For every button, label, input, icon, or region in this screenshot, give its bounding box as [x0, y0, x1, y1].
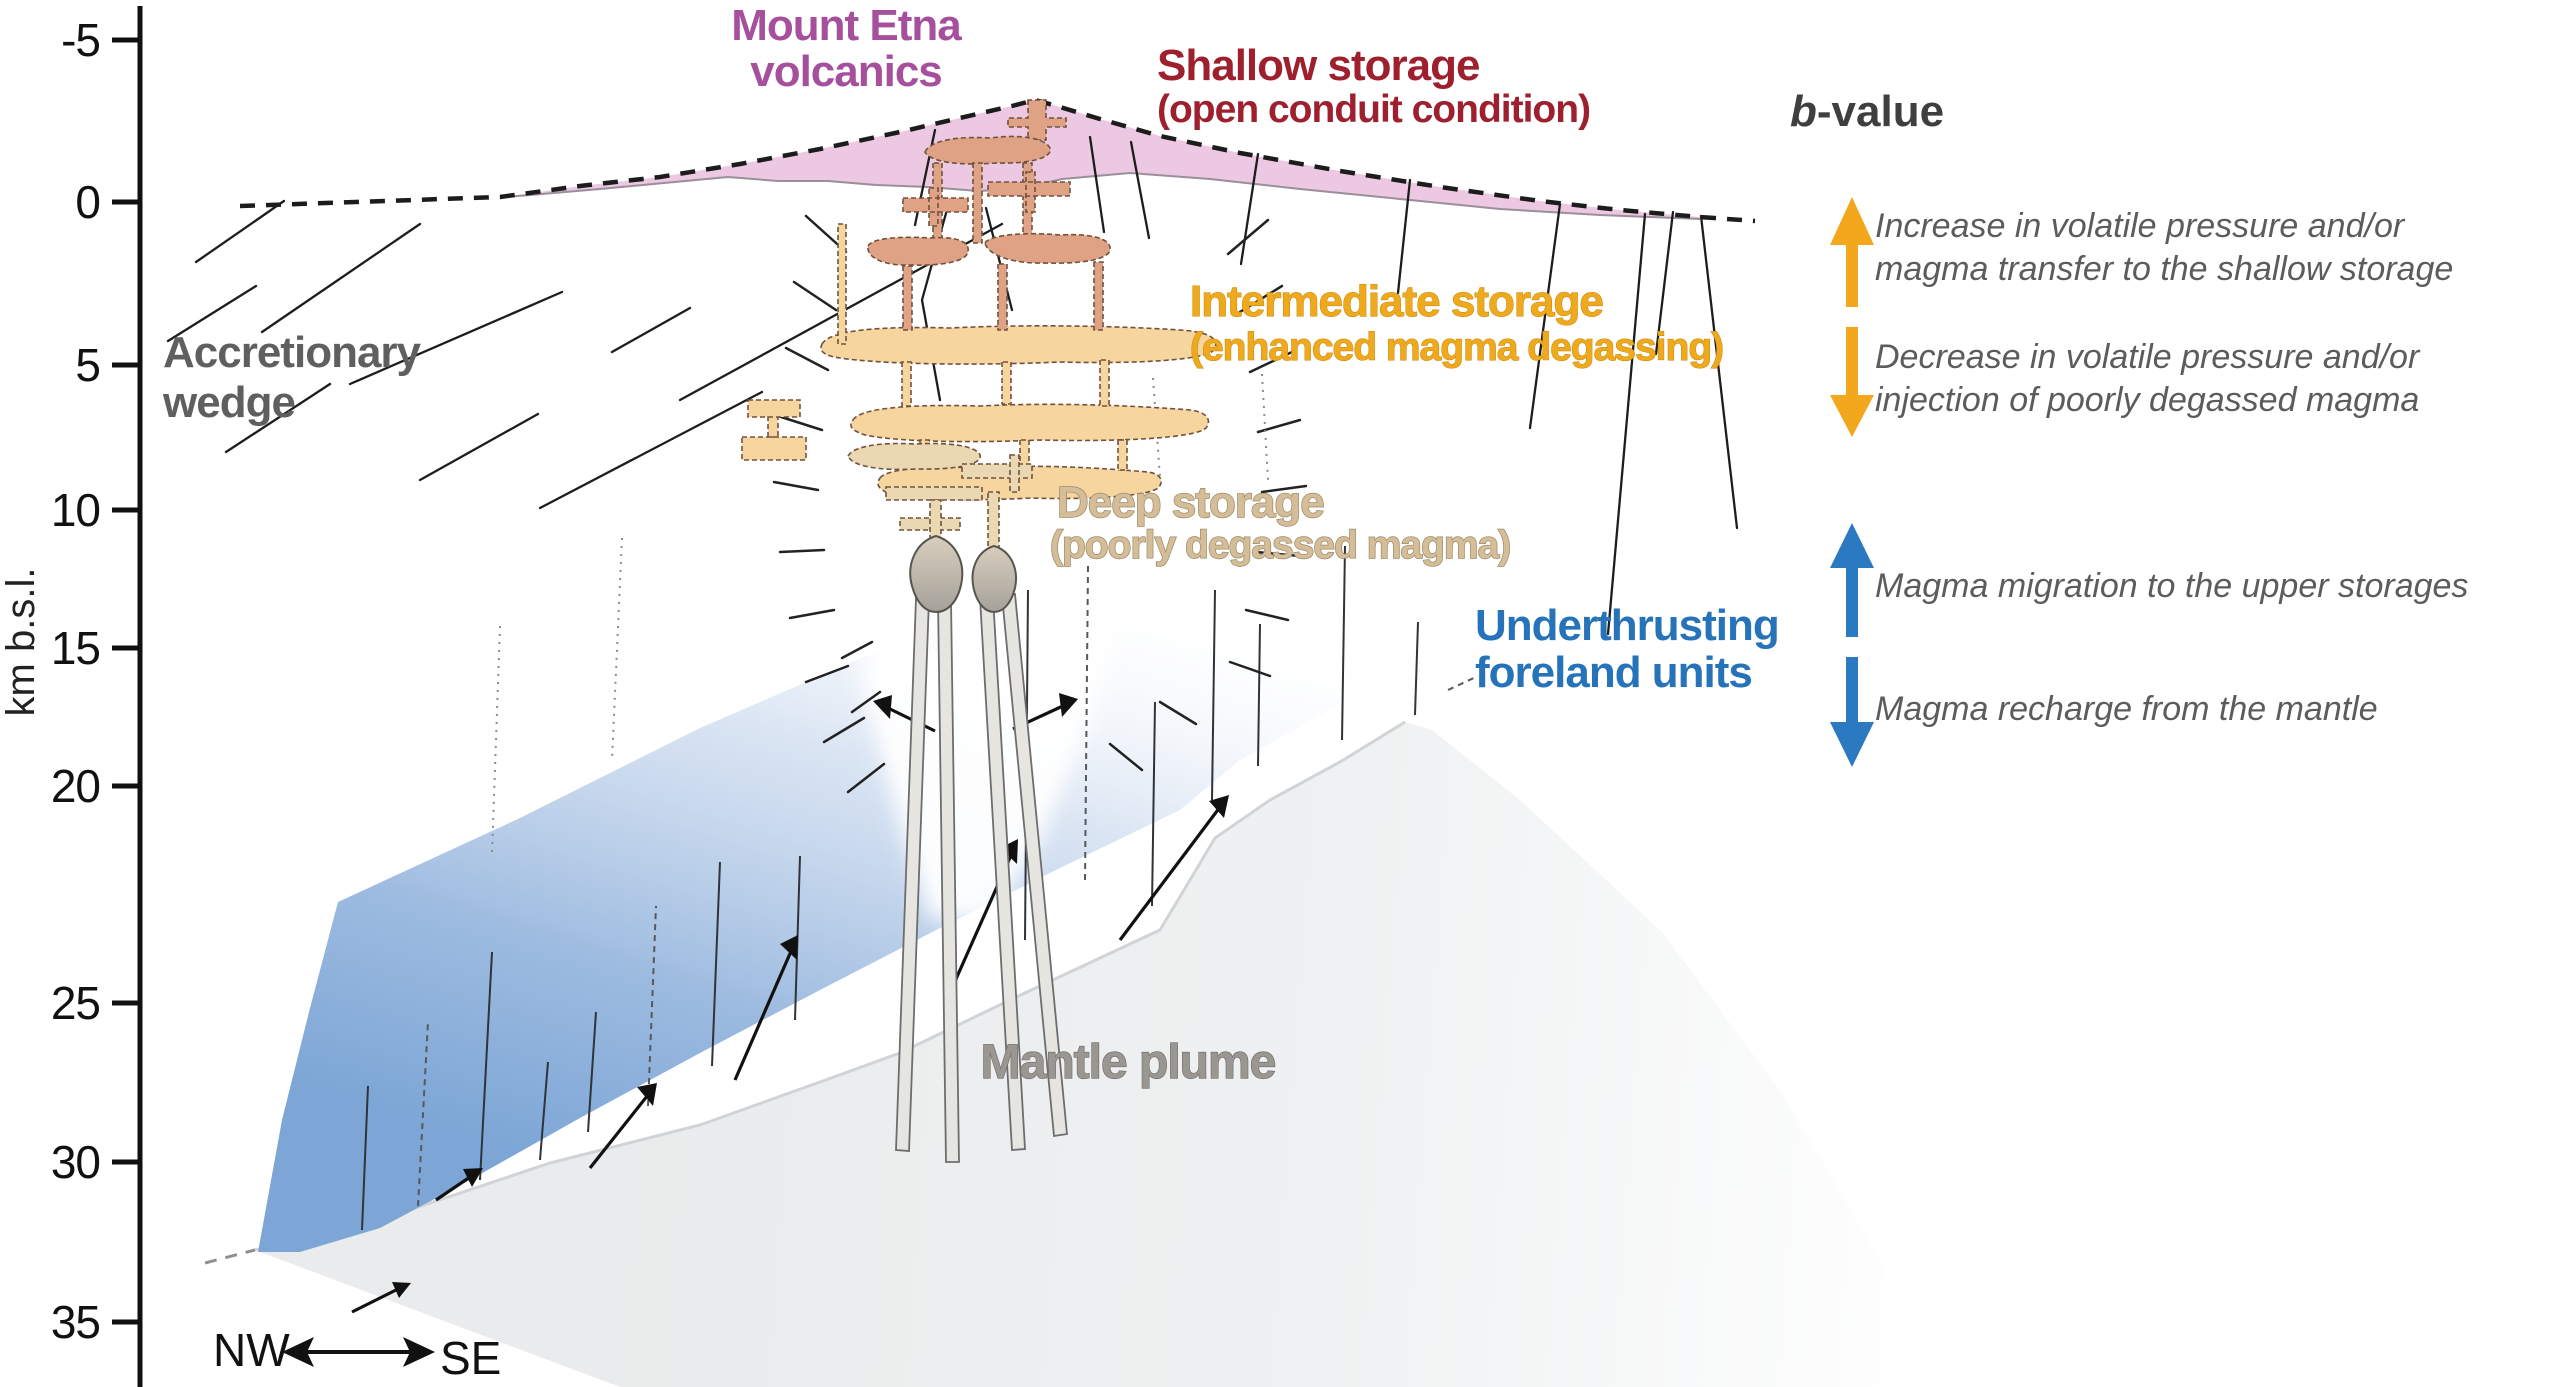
legend-item3-line1: Magma migration to the upper storages: [1875, 567, 2468, 605]
deep-sill-lower: [885, 486, 983, 531]
legend-item2-line1: Decrease in volatile pressure and/or: [1875, 338, 2421, 376]
axis-tick-label: 15: [51, 622, 100, 674]
deep-sill-tick: [1009, 454, 1020, 493]
depth-axis: -5 0 5 10 15 20 25 30 35 km b.s.l.: [0, 6, 143, 1387]
compass: NW SE: [213, 1324, 501, 1384]
compass-se-label: SE: [440, 1332, 501, 1384]
shallow-dikes-lower: [902, 261, 1104, 331]
axis-ticks: [112, 37, 140, 1325]
label-underthrust-line1: Underthrusting: [1475, 601, 1779, 650]
label-shallow-line1: Shallow storage: [1157, 41, 1479, 90]
label-intermediate-line1: Intermediate storage: [1190, 277, 1603, 326]
axis-tick-label: 20: [51, 760, 100, 812]
intermediate-sill-row1: [820, 325, 1217, 365]
axis-tick-label: 10: [51, 484, 100, 536]
deep-sill-arm: [961, 463, 1033, 479]
deep-sill-main: [847, 442, 981, 471]
shallow-sill2-left: [867, 236, 969, 266]
deep-storage-body: [847, 442, 1033, 553]
mantle-plume-body: [204, 720, 1920, 1387]
legend-arrow-down-orange: [1830, 327, 1874, 437]
legend-arrow-up-blue: [1830, 523, 1874, 637]
label-deep-line2: (poorly degassed magma): [1050, 524, 1510, 567]
region-labels: Mount Etna volcanics Shallow storage (op…: [162, 1, 1780, 1090]
stress-ray-ticks: [772, 214, 1308, 794]
flow-arrow-shafts: [351, 703, 1222, 1314]
label-underthrust-line2: foreland units: [1475, 648, 1752, 697]
mantle-plume-top-edge: [254, 720, 1406, 1252]
intermediate-left-spur-dike: [837, 223, 847, 345]
legend-item1-line1: Increase in volatile pressure and/or: [1875, 207, 2406, 245]
volcanics-pink-fill: [505, 100, 1700, 219]
axis-tick-label: 30: [51, 1136, 100, 1188]
storage-bulb-right: [971, 544, 1017, 614]
surface-dashed-line: [239, 97, 1756, 224]
foreland-wedge-fill: [258, 586, 1465, 1252]
axis-tick-label: 0: [75, 176, 100, 228]
label-volcanics-line2: volcanics: [750, 47, 942, 96]
legend-title-rest: -value: [1817, 87, 1944, 136]
compass-nw-label: NW: [213, 1324, 290, 1376]
legend-item2-line2: injection of poorly degassed magma: [1875, 381, 2419, 419]
axis-title: km b.s.l.: [0, 568, 43, 717]
axis-tick-label: 35: [51, 1296, 100, 1348]
legend-arrow-up-orange: [1830, 197, 1874, 307]
deep-storage-bulbs: [909, 534, 1017, 614]
label-mantle-plume: Mantle plume: [981, 1036, 1276, 1089]
label-accretionary-line2: wedge: [162, 378, 295, 427]
label-deep-line1: Deep storage: [1057, 478, 1324, 527]
shallow-sill-top: [924, 135, 1051, 165]
mantle-plume-dashed-tail: [204, 1248, 256, 1265]
legend-title-b: b: [1790, 87, 1817, 136]
legend-title: b-value: [1790, 87, 1944, 136]
axis-tick-label: 25: [51, 977, 100, 1029]
compass-arrowhead-left: [282, 1337, 314, 1367]
compass-arrowhead-right: [403, 1337, 435, 1367]
label-shallow-line2: (open conduit condition): [1157, 88, 1590, 131]
shallow-small-sill-right: [987, 171, 1071, 213]
axis-tick-label: -5: [61, 14, 100, 66]
bvalue-legend: b-value Increase in volatile pressure an…: [1790, 87, 2468, 767]
summit-conduit: [1007, 99, 1067, 141]
intermediate-sill-row2: [850, 403, 1210, 443]
legend-item1-line2: magma transfer to the shallow storage: [1875, 250, 2453, 288]
foreland-fault-spikes-dashed: [417, 565, 1479, 1207]
intermediate-detached-left-sills: [741, 399, 807, 461]
label-accretionary-line1: Accretionary: [163, 328, 422, 377]
shallow-storage-body: [867, 99, 1111, 331]
mantle-plume-shape: [255, 722, 1920, 1387]
shallow-sill2-right: [984, 232, 1111, 264]
label-volcanics-line1: Mount Etna: [731, 1, 962, 50]
axis-tick-label: 5: [75, 339, 100, 391]
deep-feeder-conduits: [895, 592, 1068, 1163]
storage-bulb-left: [909, 534, 964, 614]
shallow-small-sill-left: [902, 187, 969, 227]
label-intermediate-line2: (enhanced magma degassing): [1190, 326, 1723, 369]
legend-arrow-down-blue: [1830, 657, 1874, 767]
legend-item4-line1: Magma recharge from the mantle: [1875, 690, 2378, 728]
magma-flow-arrows: [351, 693, 1229, 1314]
